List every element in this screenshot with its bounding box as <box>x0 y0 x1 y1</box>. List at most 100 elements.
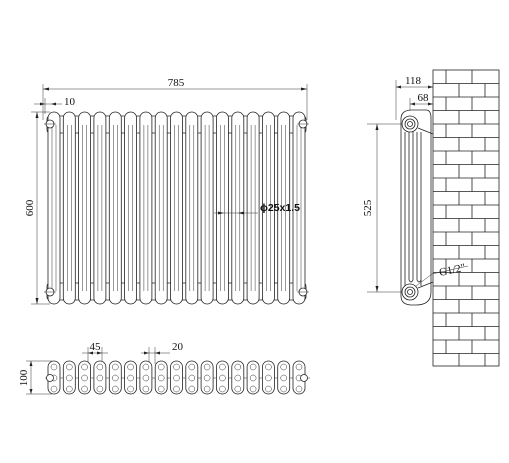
depth-arrow <box>29 389 33 394</box>
radiator-column <box>62 111 76 305</box>
top-view-tube <box>249 374 257 382</box>
side-bottom-port-core <box>407 289 413 295</box>
wall-gap-arrow <box>428 102 433 106</box>
top-view-tube <box>142 385 150 393</box>
radiator-column <box>185 111 199 305</box>
top-view-tube <box>66 374 73 382</box>
wall-gap-label: 68 <box>418 92 430 104</box>
radiator-column <box>108 111 122 305</box>
width-label: 785 <box>168 77 185 89</box>
top-view-tube <box>280 374 287 382</box>
top-view-tube <box>50 385 58 393</box>
top-view-tube <box>173 374 180 382</box>
top-view-tube <box>173 363 180 371</box>
thread-leader-line <box>415 273 433 287</box>
centers-arrow <box>375 124 379 130</box>
top-view-column <box>185 360 199 395</box>
top-view-tube <box>265 363 272 371</box>
top-view-column <box>78 360 91 395</box>
radiator-column <box>215 111 229 305</box>
top-view-tube <box>112 374 119 382</box>
radiator-column <box>200 111 214 305</box>
pitch-label: 45 <box>90 341 102 353</box>
top-view-port <box>46 374 54 382</box>
top-view-tube <box>112 363 119 371</box>
top-view-column <box>124 360 137 395</box>
top-view-tube <box>203 385 211 393</box>
wall-gap-arrow <box>410 102 415 106</box>
tube-label: ϕ25x1.5 <box>260 202 300 214</box>
top-view-column <box>246 360 260 395</box>
top-view-tube <box>96 363 104 371</box>
top-view-tube <box>234 374 242 382</box>
top-view-column <box>231 360 245 395</box>
top-view-column <box>277 360 291 395</box>
top-view-port <box>300 374 308 382</box>
top-view-tube <box>188 385 196 393</box>
top-view-column <box>170 360 183 395</box>
brick-courses <box>433 70 499 366</box>
side-view: 118 68 525 G1/2" <box>362 69 500 367</box>
top-view-column <box>93 360 107 395</box>
depth-label: 100 <box>18 369 30 386</box>
top-view-tube <box>157 374 165 382</box>
top-view-tube <box>157 363 165 371</box>
tube-arrow-left <box>218 211 224 215</box>
height-arrow-bottom <box>35 298 39 304</box>
gap-arrow-left <box>40 102 45 106</box>
radiator-column <box>124 111 137 305</box>
top-view-tube <box>81 363 88 371</box>
top-view-tube <box>219 363 226 371</box>
top-view-tube <box>265 374 272 382</box>
radiator-side-body <box>400 109 432 306</box>
top-view-tube <box>188 374 196 382</box>
wall-outline <box>432 69 500 367</box>
side-top-port-core <box>407 121 413 127</box>
width-arrow-left <box>43 87 49 91</box>
top-view-column <box>139 360 153 395</box>
top-view-tube <box>127 385 134 393</box>
radiator-column <box>78 111 91 305</box>
centers-arrow <box>375 286 379 292</box>
radiator-column <box>246 111 260 305</box>
top-view-tube <box>81 374 88 382</box>
radiator-column <box>292 111 306 305</box>
width-arrow-right <box>301 87 307 91</box>
wall-bracket-top <box>417 127 434 135</box>
top-view-tube <box>50 363 58 371</box>
depth-arrow <box>29 361 33 366</box>
top-view: 45 20 100 <box>18 341 310 395</box>
top-view-tube <box>157 385 165 393</box>
top-view-column <box>261 360 275 395</box>
top-view-tube <box>81 385 88 393</box>
radiator-column <box>231 111 245 305</box>
projection-label: 118 <box>405 75 422 87</box>
top-view-tube <box>234 363 242 371</box>
pitch-arrow <box>88 351 93 355</box>
side-column-bend <box>416 279 422 283</box>
top-view-tube <box>188 363 196 371</box>
height-arrow-top <box>35 112 39 118</box>
thread-label: G1/2" <box>438 262 466 279</box>
centers-label: 525 <box>362 199 374 216</box>
front-view: 785 10 600 ϕ25x1.5 <box>24 77 309 305</box>
top-view-tube <box>280 385 287 393</box>
top-view-tube <box>265 385 272 393</box>
height-label: 600 <box>24 199 36 216</box>
projection-arrow <box>428 85 433 89</box>
top-view-tube <box>249 385 257 393</box>
radiator-column <box>47 111 61 305</box>
top-view-tube <box>219 385 226 393</box>
radiator-column <box>139 111 153 305</box>
gap20-arrow <box>144 351 149 355</box>
top-view-tube <box>249 363 257 371</box>
top-view-tube <box>203 363 211 371</box>
thread-leader-tail <box>431 265 469 275</box>
side-column-bend <box>408 279 414 283</box>
top-view-column <box>200 360 214 395</box>
top-view-column <box>62 360 76 395</box>
top-view-tube <box>203 374 211 382</box>
top-view-tube <box>112 385 119 393</box>
top-view-tube <box>173 385 180 393</box>
